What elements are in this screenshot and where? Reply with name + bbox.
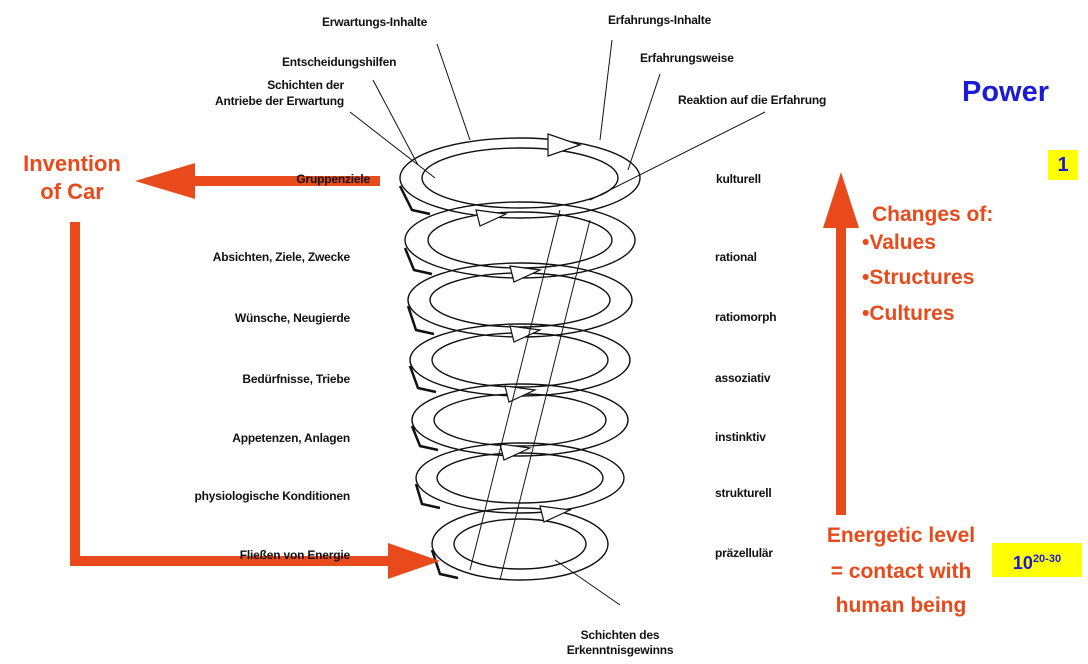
- invention-line-1: Invention: [10, 151, 134, 177]
- up-arrow-head: [823, 172, 859, 228]
- box-bottom-base: 10: [1013, 553, 1033, 573]
- coil-ring-2: [405, 202, 635, 278]
- changes-item-values: •Values: [862, 231, 936, 255]
- left-label-5: Appetenzen, Anlagen: [120, 431, 350, 445]
- label-erfahrungsweise: Erfahrungsweise: [640, 51, 734, 65]
- coil-rings: [400, 138, 640, 580]
- left-label-3: Wünsche, Neugierde: [120, 311, 350, 325]
- power-title: Power: [962, 76, 1049, 109]
- coil-ring-4-inner: [432, 333, 608, 387]
- label-schichten-antriebe-1: Schichten der: [230, 78, 344, 92]
- label-erfahrungs-inhalte: Erfahrungs-Inhalte: [608, 13, 711, 27]
- left-vertical-bar: [70, 222, 80, 564]
- right-label-6: strukturell: [715, 486, 771, 500]
- coil-ring-2-inner: [428, 212, 612, 268]
- changes-item-structures: •Structures: [862, 266, 974, 290]
- label-reaktion: Reaktion auf die Erfahrung: [678, 93, 826, 107]
- coil-ring-5-inner: [434, 394, 606, 446]
- box-top-value: 1: [1048, 150, 1078, 180]
- box-bottom-exponent: 20-30: [1033, 553, 1061, 565]
- label-schichten-antriebe-2: Antriebe der Erwartung: [194, 94, 344, 108]
- coil-ring-6-inner: [437, 453, 603, 503]
- left-label-6: physiologische Konditionen: [110, 489, 350, 503]
- coil-ring-7-inner: [454, 519, 586, 569]
- energetic-line-3: human being: [800, 594, 1002, 618]
- bottom-label-1: Schichten des: [560, 628, 680, 642]
- left-label-7: Fließen von Energie: [120, 548, 350, 562]
- right-label-2: rational: [715, 250, 757, 264]
- right-label-7: präzellulär: [715, 546, 773, 560]
- right-label-1: kulturell: [716, 172, 761, 186]
- changes-item-cultures: •Cultures: [862, 302, 955, 326]
- changes-heading: Changes of:: [872, 203, 993, 227]
- left-label-2: Absichten, Ziele, Zwecke: [120, 250, 350, 264]
- label-entscheidungshilfen: Entscheidungshilfen: [282, 55, 396, 69]
- left-label-4: Bedürfnisse, Triebe: [120, 372, 350, 386]
- coil-arrowheads: [476, 134, 580, 522]
- up-arrow-shaft: [836, 225, 846, 515]
- right-label-5: instinktiv: [715, 430, 766, 444]
- coil-ring-3-inner: [430, 273, 610, 327]
- coil-ring-1: [400, 138, 640, 218]
- left-label-1: Gruppenziele: [150, 172, 370, 186]
- right-label-4: assoziativ: [715, 371, 770, 385]
- box-bottom-value: 1020-30: [992, 543, 1082, 577]
- energetic-line-1: Energetic level: [800, 524, 1002, 548]
- right-label-3: ratiomorph: [715, 310, 776, 324]
- bottom-label-2: Erkenntnisgewinns: [560, 643, 680, 657]
- label-erwartungs-inhalte: Erwartungs-Inhalte: [322, 15, 427, 29]
- coil-ring-1-inner: [422, 148, 618, 208]
- invention-line-2: of Car: [10, 179, 134, 205]
- energetic-line-2: = contact with: [800, 560, 1002, 584]
